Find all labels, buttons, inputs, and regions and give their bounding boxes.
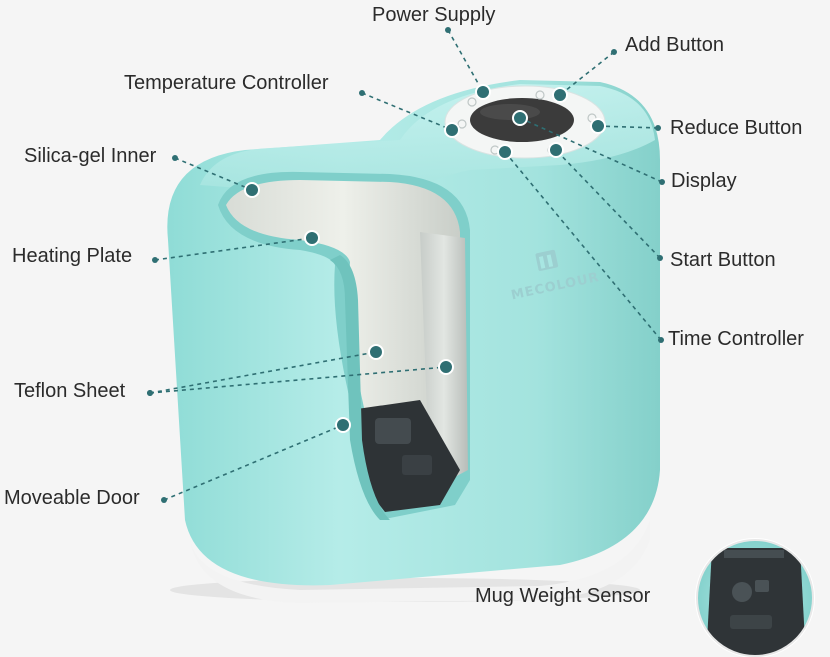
leader-end-time-controller: [658, 337, 664, 343]
leader-end-power-supply: [445, 27, 451, 33]
leader-line-temperature-controller: [361, 92, 453, 131]
leader-line-heating-plate: [154, 237, 313, 261]
callout-dot-temperature-controller: [444, 122, 460, 138]
leader-end-moveable-door: [161, 497, 167, 503]
label-add-button: Add Button: [625, 34, 724, 56]
leader-line-display: [519, 117, 663, 183]
leader-line-reduce-button: [597, 125, 659, 129]
callout-dot-moveable-door: [335, 417, 351, 433]
callout-dot-reduce-button: [590, 118, 606, 134]
mechanism-block: [375, 418, 411, 444]
label-start-button: Start Button: [670, 249, 776, 271]
leader-line-start-button: [555, 149, 661, 259]
leader-end-silica-gel-inner: [172, 155, 178, 161]
leader-line-teflon-sheet-2: [149, 366, 447, 394]
callout-dot-add-button: [552, 87, 568, 103]
mechanism-block-2: [402, 455, 432, 475]
callout-dot-display: [512, 110, 528, 126]
leader-end-teflon-sheet-2: [147, 390, 153, 396]
callout-dot-silica-gel-inner: [244, 182, 260, 198]
label-teflon-sheet: Teflon Sheet: [14, 380, 126, 402]
leader-line-time-controller: [504, 151, 662, 341]
power-button-icon: [467, 97, 477, 107]
label-time-controller: Time Controller: [668, 328, 804, 350]
label-moveable-door: Moveable Door: [4, 487, 140, 509]
callout-dot-teflon-sheet: [368, 344, 384, 360]
callout-dot-teflon-sheet-2: [438, 359, 454, 375]
leader-end-display: [659, 179, 665, 185]
leader-end-reduce-button: [655, 125, 661, 131]
callout-dot-heating-plate: [304, 230, 320, 246]
callout-dot-start-button: [548, 142, 564, 158]
leader-line-teflon-sheet: [149, 351, 377, 394]
label-power-supply: Power Supply: [372, 4, 496, 26]
label-mug-weight-sensor: Mug Weight Sensor: [475, 585, 651, 607]
leader-line-power-supply: [447, 29, 484, 93]
moveable-door: [330, 255, 390, 520]
label-reduce-button: Reduce Button: [670, 117, 803, 139]
callout-dot-time-controller: [497, 144, 513, 160]
label-display: Display: [671, 170, 737, 192]
display-glare: [480, 104, 540, 120]
leader-lines: [147, 27, 665, 503]
leader-line-silica-gel-inner: [174, 157, 253, 191]
leader-end-heating-plate: [152, 257, 158, 263]
label-temperature-controller: Temperature Controller: [124, 72, 329, 94]
callout-dot-power-supply: [475, 84, 491, 100]
label-heating-plate: Heating Plate: [12, 245, 133, 267]
temp-button-icon: [457, 119, 467, 129]
leader-end-add-button: [611, 49, 617, 55]
label-silica-gel-inner: Silica-gel Inner: [24, 145, 157, 167]
leader-line-moveable-door: [163, 424, 344, 501]
leader-end-temperature-controller: [359, 90, 365, 96]
add-button-icon: [535, 90, 545, 100]
mug-weight-sensor-inset: [695, 538, 815, 657]
leader-end-start-button: [657, 255, 663, 261]
leader-line-add-button: [559, 51, 615, 96]
